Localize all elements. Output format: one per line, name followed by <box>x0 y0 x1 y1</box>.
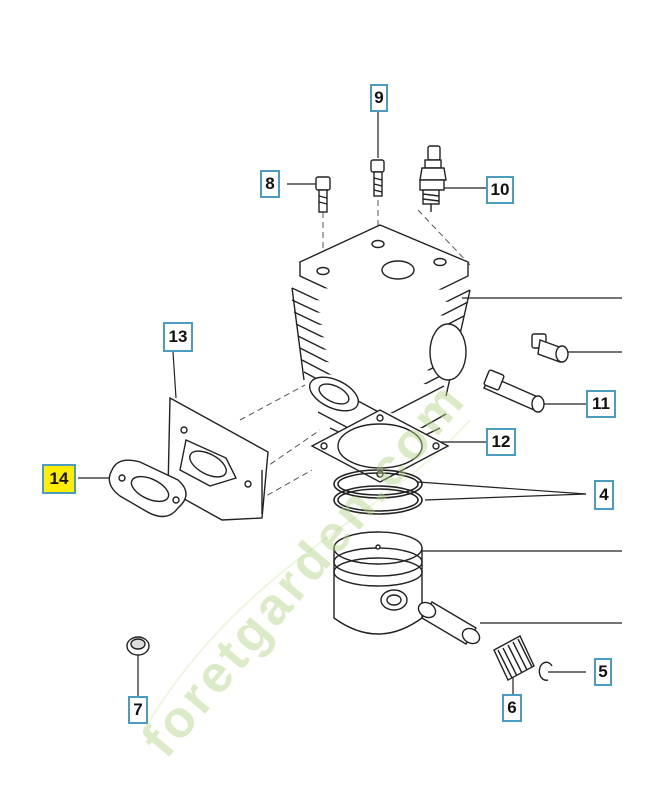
part-12-base-gasket <box>310 409 450 483</box>
callout-10[interactable]: 10 <box>486 176 514 204</box>
part-8-screw <box>315 176 331 213</box>
callout-12[interactable]: 12 <box>486 428 516 456</box>
part-10-spark-plug <box>419 145 447 212</box>
watermark-arc <box>149 419 471 721</box>
callout-9[interactable]: 9 <box>370 84 388 112</box>
callout-13[interactable]: 13 <box>163 322 193 352</box>
part-piston <box>333 531 423 635</box>
callout-8[interactable]: 8 <box>260 170 280 198</box>
part-11-decomp-valve <box>483 369 545 413</box>
part-6-needle-bearing <box>493 635 535 681</box>
watermark <box>149 419 471 721</box>
part-14-exhaust-gasket <box>108 459 187 518</box>
part-5-circlip <box>538 661 553 681</box>
callout-5[interactable]: 5 <box>594 658 612 686</box>
part-9-screw <box>370 159 385 197</box>
callout-14-highlighted[interactable]: 14 <box>42 464 76 494</box>
part-7-plug <box>126 636 150 656</box>
callout-6[interactable]: 6 <box>502 694 522 722</box>
part-valve-cap <box>531 333 569 363</box>
leader-lines <box>78 110 622 696</box>
part-4-piston-rings <box>333 469 423 515</box>
part-piston-pin <box>417 601 481 645</box>
callout-11[interactable]: 11 <box>586 390 616 418</box>
callout-4[interactable]: 4 <box>594 480 614 510</box>
callout-7[interactable]: 7 <box>128 696 148 724</box>
